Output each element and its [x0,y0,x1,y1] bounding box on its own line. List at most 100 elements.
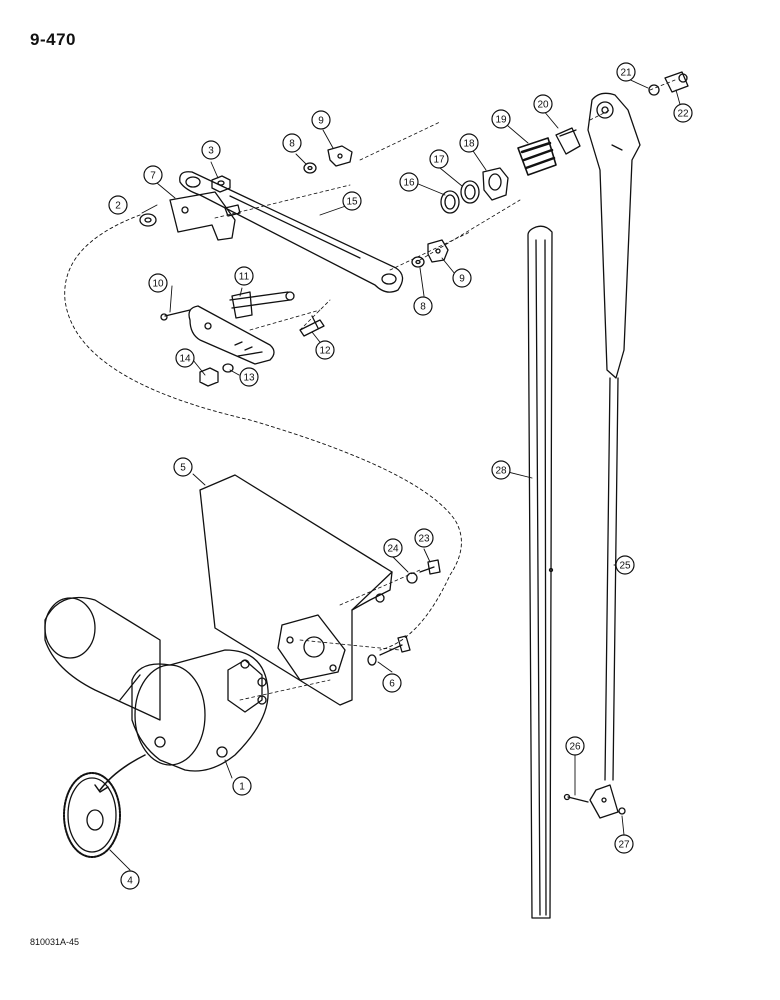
callout-number: 13 [243,373,255,384]
drive-gear-part [63,772,121,858]
callout-circle [383,538,403,558]
bolt-part [419,559,441,575]
callout-12: 12 [315,340,335,360]
callout-17: 17 [429,149,449,169]
acorn-nut-part [664,71,689,93]
callout-number: 8 [420,302,426,313]
figure-code: 810031A-45 [30,937,80,947]
callout-number: 19 [495,115,507,126]
callout-circle [413,296,433,316]
wiper-blade-part [527,225,554,919]
callout-9: 9 [311,110,331,130]
callout-5: 5 [173,457,193,477]
link-arm-part [179,171,404,293]
callout-circle [148,273,168,293]
leader-lines [109,77,682,871]
assembly-dashed-line [64,214,462,651]
callout-21: 21 [616,62,636,82]
callout-circle [239,367,259,387]
assembly-dashed-line-3 [249,79,676,331]
cap-nut-part [555,127,581,155]
callout-15: 15 [342,191,362,211]
callout-number: 20 [537,100,549,111]
callout-24: 24 [383,538,403,558]
callout-27: 27 [614,834,634,854]
callout-8: 8 [282,133,302,153]
motor-bracket-part [199,474,393,706]
callout-circle [615,555,635,575]
detail-arrow [99,754,146,791]
callout-number: 7 [150,171,156,182]
callout-number: 28 [495,466,507,477]
callout-22: 22 [673,103,693,123]
callout-circle [452,268,472,288]
callout-25: 25 [615,555,635,575]
callout-11: 11 [234,266,254,286]
callout-balloons: 1234567889910111213141516171819202122232… [108,62,693,890]
callout-circle [108,195,128,215]
callout-circle [311,110,331,130]
retaining-clip-lower [427,239,449,263]
callout-number: 10 [152,279,164,290]
callout-number: 15 [346,197,358,208]
bushing-nut-part [482,167,509,201]
callout-number: 1 [239,782,245,793]
callout-26: 26 [565,736,585,756]
callout-number: 6 [389,679,395,690]
callout-circle [459,133,479,153]
callout-8: 8 [413,296,433,316]
assembly-dashed-line-4 [239,569,421,701]
callout-circle [399,172,419,192]
callout-circle [315,340,335,360]
callout-circle [342,191,362,211]
lock-washer-part [222,363,234,373]
washer-part-lower [411,256,425,268]
callout-circle [565,736,585,756]
callout-number: 24 [387,544,399,555]
callout-number: 17 [433,155,445,166]
callout-number: 2 [115,201,121,212]
callout-number: 8 [289,139,295,150]
callout-circle [616,62,636,82]
callout-circle [533,94,553,114]
callout-14: 14 [175,348,195,368]
callout-circle [175,348,195,368]
callout-9: 9 [452,268,472,288]
screw-part [160,309,191,321]
spacer-ring-part [460,180,480,204]
callout-number: 26 [569,742,581,753]
washer-part [139,213,157,227]
grommet-part [517,137,557,176]
motor-bolt-part [367,635,411,666]
wiper-motor-part [44,596,269,772]
callout-circle [491,109,511,129]
callout-circle [382,673,402,693]
callout-number: 25 [619,561,631,572]
callout-13: 13 [239,367,259,387]
callout-16: 16 [399,172,419,192]
callout-7: 7 [143,165,163,185]
callout-circle [143,165,163,185]
callout-19: 19 [491,109,511,129]
callout-number: 4 [127,876,133,887]
retaining-clip-upper [327,145,353,167]
callout-2: 2 [108,195,128,215]
assembly-dashed-line-2 [214,121,521,271]
callout-3: 3 [201,140,221,160]
callout-circle [201,140,221,160]
callout-circle [173,457,193,477]
callout-circle [429,149,449,169]
callout-number: 22 [677,109,689,120]
callout-number: 9 [318,116,324,127]
callout-20: 20 [533,94,553,114]
callout-number: 5 [180,463,186,474]
callout-1: 1 [232,776,252,796]
mounting-bracket-part [169,191,241,241]
callout-28: 28 [491,460,511,480]
arm-screw-part [563,793,589,803]
callout-circle [614,834,634,854]
pivot-shaft-part [188,291,295,365]
callout-10: 10 [148,273,168,293]
callout-6: 6 [382,673,402,693]
